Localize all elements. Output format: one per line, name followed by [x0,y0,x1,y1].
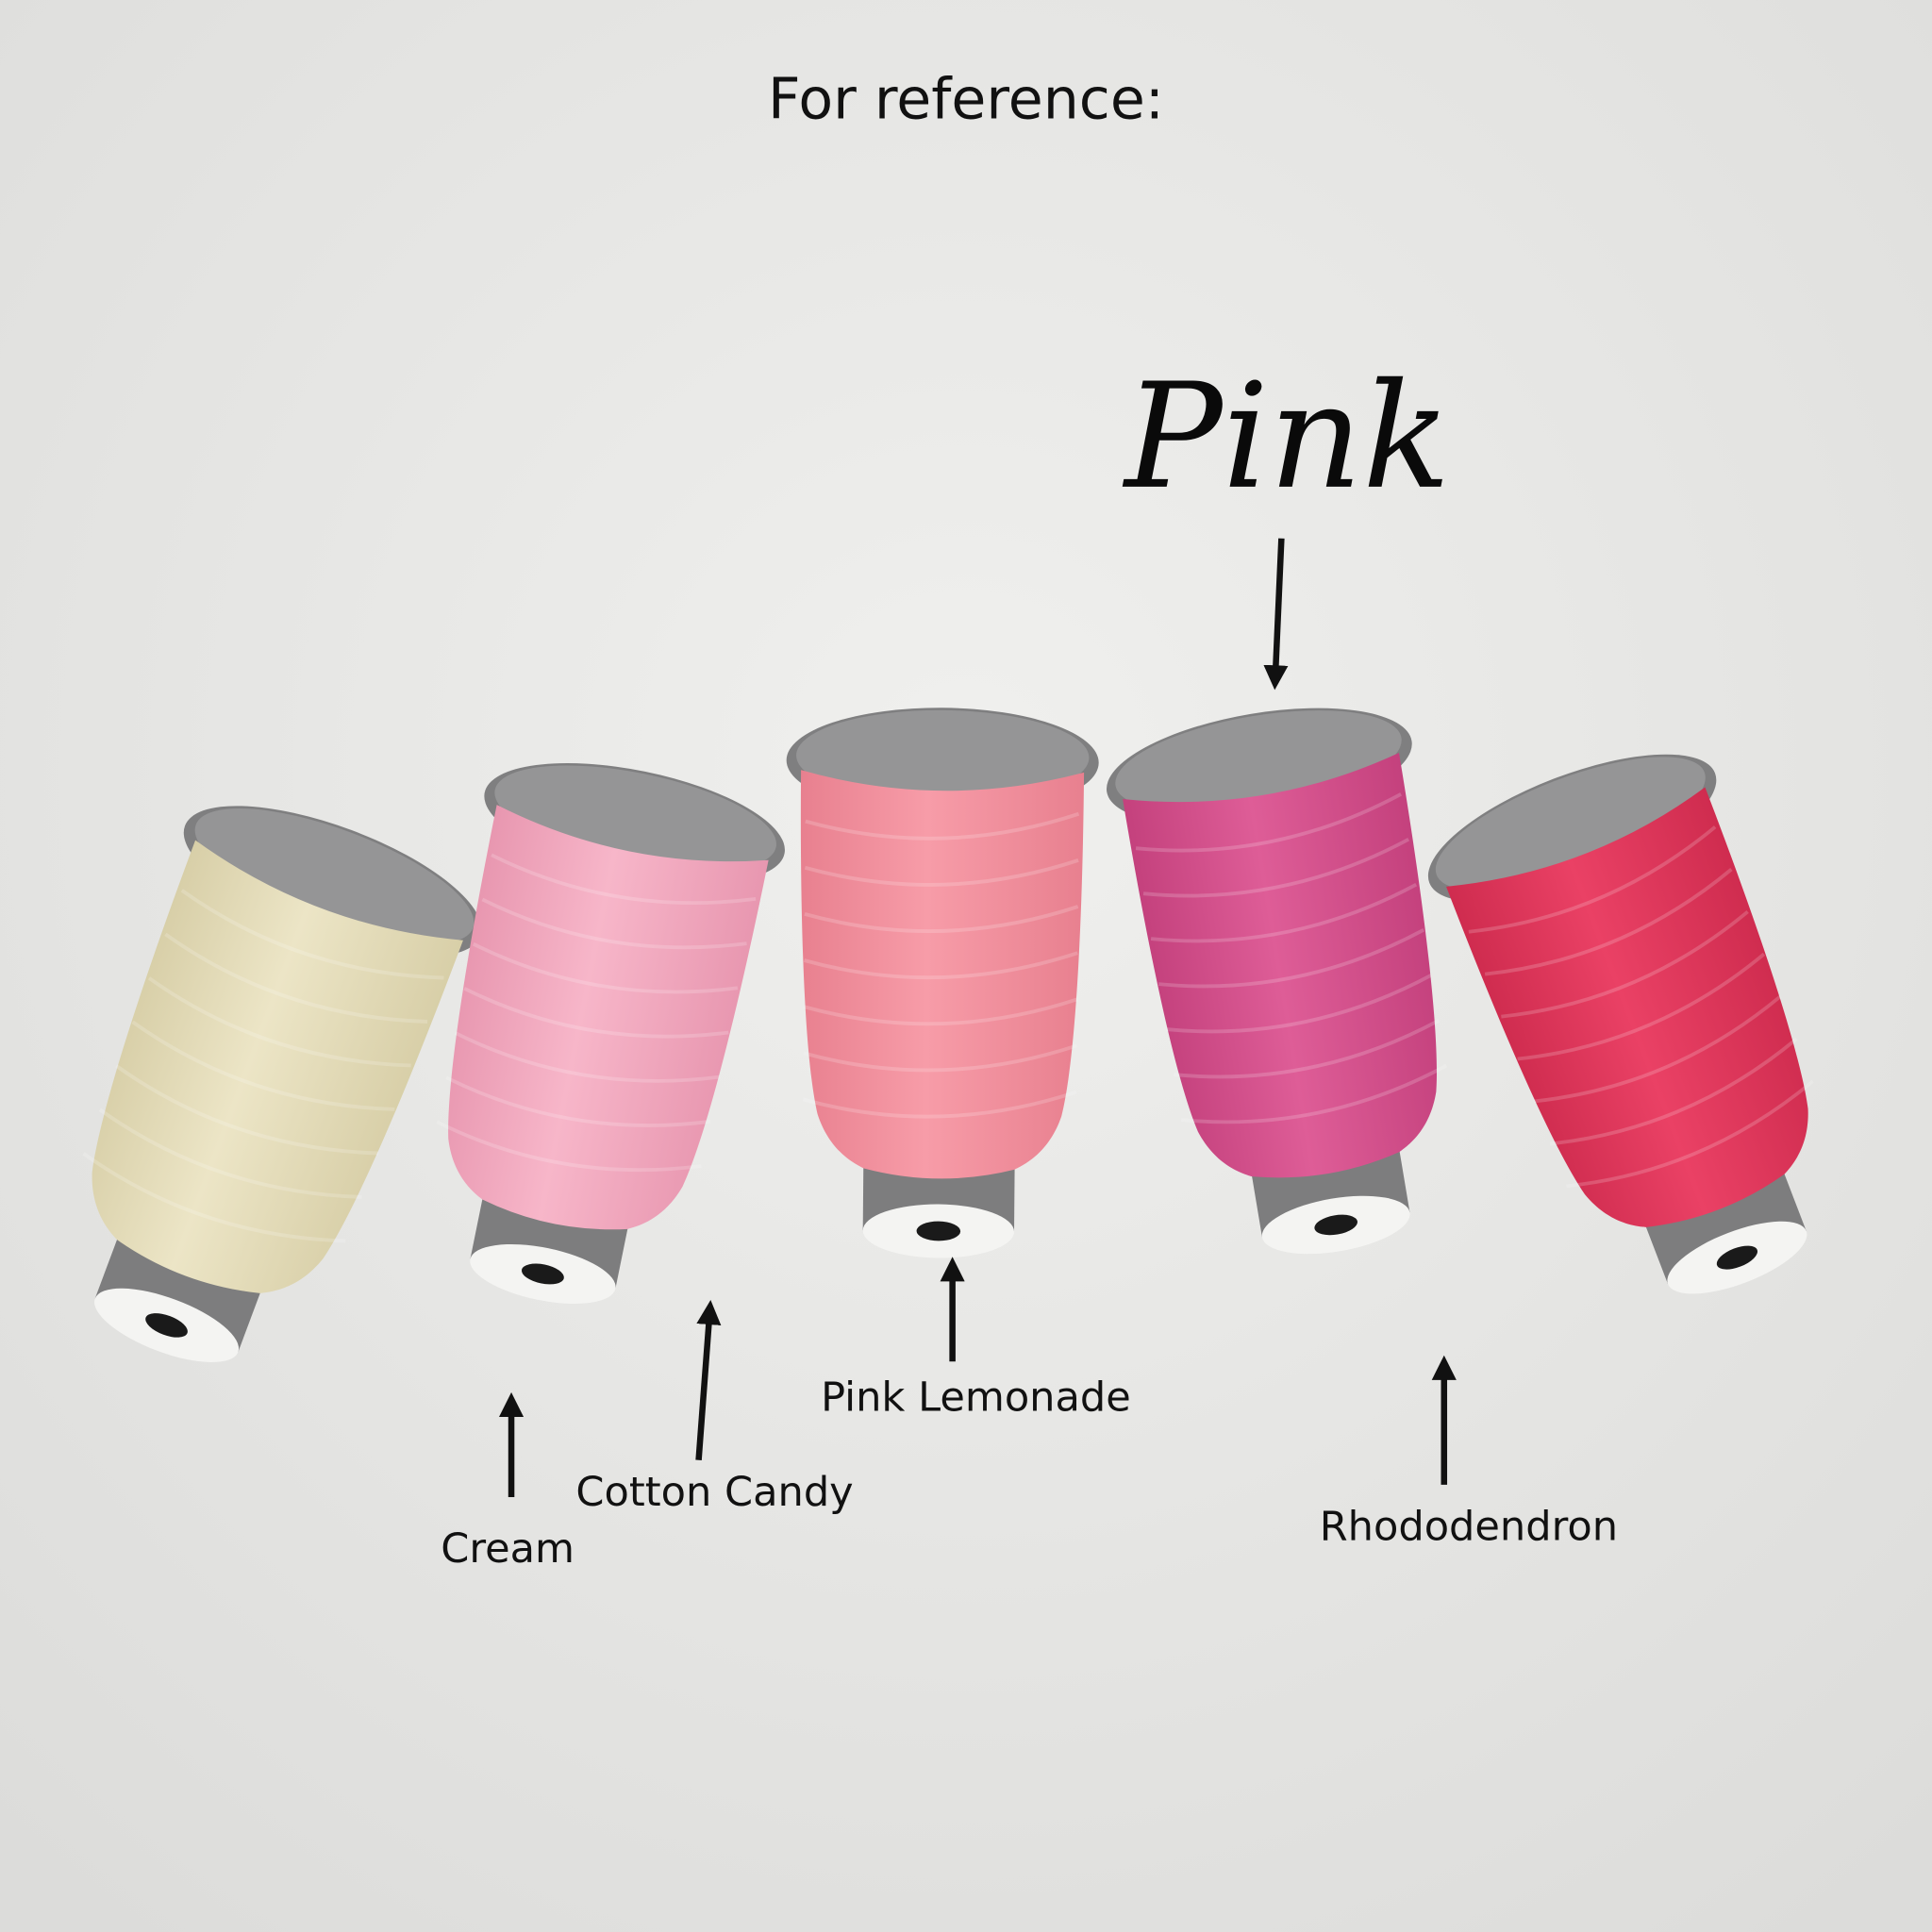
arrow-down-icon [1263,538,1289,691]
thread-wind-line [1173,1018,1441,1079]
thread-wind-line [131,1020,395,1111]
thread-wind-line [82,1152,346,1243]
thread-wind-line [804,905,1079,934]
arrow-up-icon [695,1299,722,1460]
thread-wind-line [1150,883,1418,943]
thread-wind-line [803,997,1078,1026]
title-text: For reference: [768,66,1164,132]
spools-group [82,708,1814,1362]
label-cream: Cream [441,1525,575,1573]
thread-wind-line [1533,994,1782,1104]
thread-body-rhododendron [1446,787,1808,1227]
thread-wind-line [1549,1037,1798,1146]
thread-wind-line [147,976,411,1068]
thread-wind-line [1181,1063,1448,1124]
spool-hole [1314,1214,1357,1236]
thread-body-pink-lemonade [800,770,1085,1179]
thread-wind-line [1517,952,1766,1061]
thread-wind-line [1566,1079,1814,1189]
thread-wind-line [164,932,428,1024]
thread-spool [82,806,482,1362]
spool-flange-top [796,709,1090,804]
thread-wind-line [472,941,739,994]
thread-spool [786,708,1099,1258]
thread-wind-line [445,1075,711,1127]
thread-wind-line [180,889,444,980]
thread-body-cotton-candy [448,805,769,1230]
label-cotton-candy: Cotton Candy [575,1469,853,1516]
thread-wind-line [454,1031,720,1083]
label-rhododendron: Rhododendron [1320,1504,1618,1551]
pink-script-label: Pink [1122,353,1451,522]
thread-wind-line [804,858,1079,887]
thread-wind-line [803,1043,1077,1073]
thread-spool [1106,708,1448,1255]
thread-wind-line [481,897,747,950]
thread-wind-line [115,1064,378,1156]
thread-wind-line [1158,927,1425,989]
thread-wind-line [491,853,757,906]
thread-wind-line [803,951,1078,980]
thread-wind-line [463,987,729,1039]
thread-wind-line [1135,792,1403,853]
thread-wind-line [1484,868,1733,976]
thread-body-cream [92,840,463,1293]
thread-wind-line [1165,973,1433,1034]
spool-flange-top [194,808,475,944]
thread-wind-line [805,811,1080,841]
thread-spool [1427,754,1814,1294]
label-pink-lemonade: Pink Lemonade [821,1374,1131,1422]
thread-spool [436,763,785,1304]
thread-wind-line [1142,838,1410,898]
thread-wind-line [436,1120,702,1173]
spool-hole [1716,1245,1758,1270]
thread-wind-line [802,1090,1077,1119]
thread-wind-line [1501,909,1749,1019]
thread-body-pink [1123,753,1438,1178]
spool-hole [916,1221,961,1241]
spool-hole [145,1313,188,1338]
spool-hole [521,1263,564,1285]
thread-wind-line [98,1108,362,1199]
spool-flange-top [1435,757,1706,891]
thread-wind-line [1468,825,1717,934]
